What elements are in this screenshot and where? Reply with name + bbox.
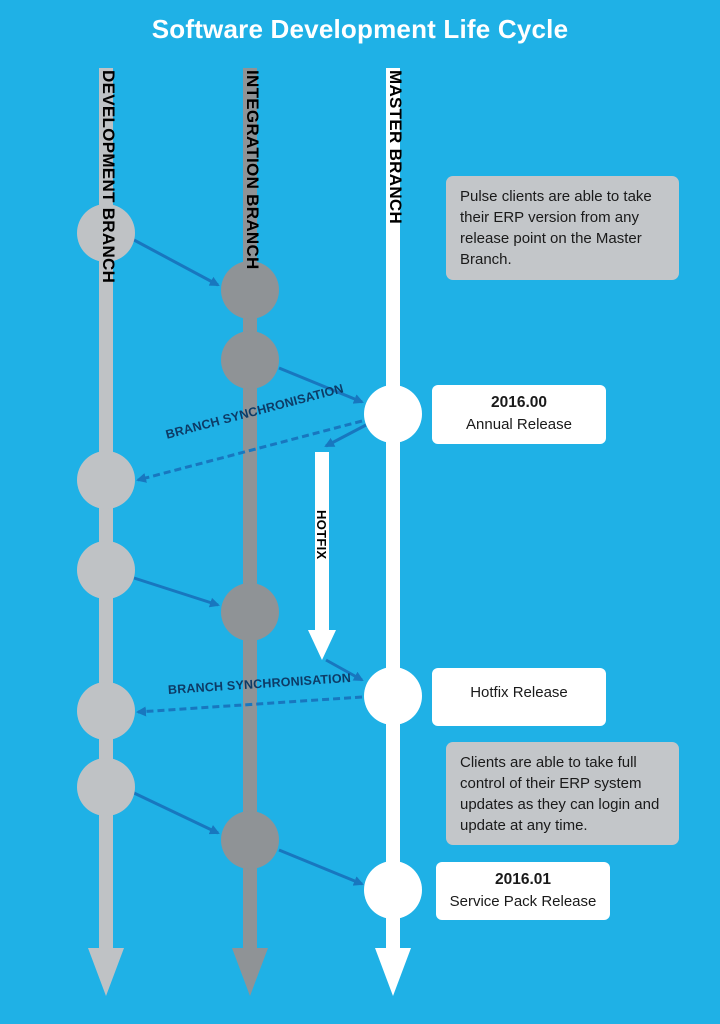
page-title: Software Development Life Cycle	[151, 14, 569, 44]
master-branch-line	[375, 68, 411, 996]
int-node-1	[221, 261, 279, 319]
release-description: Hotfix Release	[470, 684, 568, 701]
connector-master-to-hotfix	[324, 423, 367, 448]
int-node-3	[221, 583, 279, 641]
int-node-2	[221, 331, 279, 389]
sync-line-2	[136, 695, 363, 717]
release-version: 2016.01	[494, 871, 552, 888]
release-description: Annual Release	[466, 416, 572, 433]
connector-int-to-master-2	[278, 848, 364, 886]
integration-branch-label: INTEGRATION BRANCH	[243, 70, 262, 270]
sync-line-1	[136, 419, 363, 483]
connector-dev-to-int-3	[133, 791, 220, 835]
dev-node-2	[77, 451, 135, 509]
release-version: 2016.00	[490, 394, 548, 411]
release-description: Service Pack Release	[449, 893, 597, 910]
hotfix-arrow	[308, 452, 336, 660]
info-note-top: Pulse clients are able to take their ERP…	[446, 176, 679, 280]
connector-dev-to-int-1	[133, 238, 220, 287]
dev-node-5	[77, 758, 135, 816]
master-node-2	[364, 667, 422, 725]
release-box-service-pack: 2016.01 Service Pack Release	[436, 862, 610, 920]
dev-node-4	[77, 682, 135, 740]
info-note-bottom: Clients are able to take full control of…	[446, 742, 679, 845]
release-box-hotfix: Hotfix Release	[432, 668, 606, 726]
connector-int-to-master-1	[278, 366, 364, 404]
connector-hotfix-to-master	[325, 658, 364, 682]
dev-node-1	[77, 204, 135, 262]
master-node-1	[364, 385, 422, 443]
hotfix-label: HOTFIX	[314, 510, 329, 560]
connector-dev-to-int-2	[133, 576, 220, 608]
master-branch-label: MASTER BRANCH	[386, 70, 405, 225]
development-branch-label: DEVELOPMENT BRANCH	[99, 70, 118, 284]
master-node-3	[364, 861, 422, 919]
dev-node-3	[77, 541, 135, 599]
release-box-annual: 2016.00 Annual Release	[432, 385, 606, 444]
int-node-4	[221, 811, 279, 869]
